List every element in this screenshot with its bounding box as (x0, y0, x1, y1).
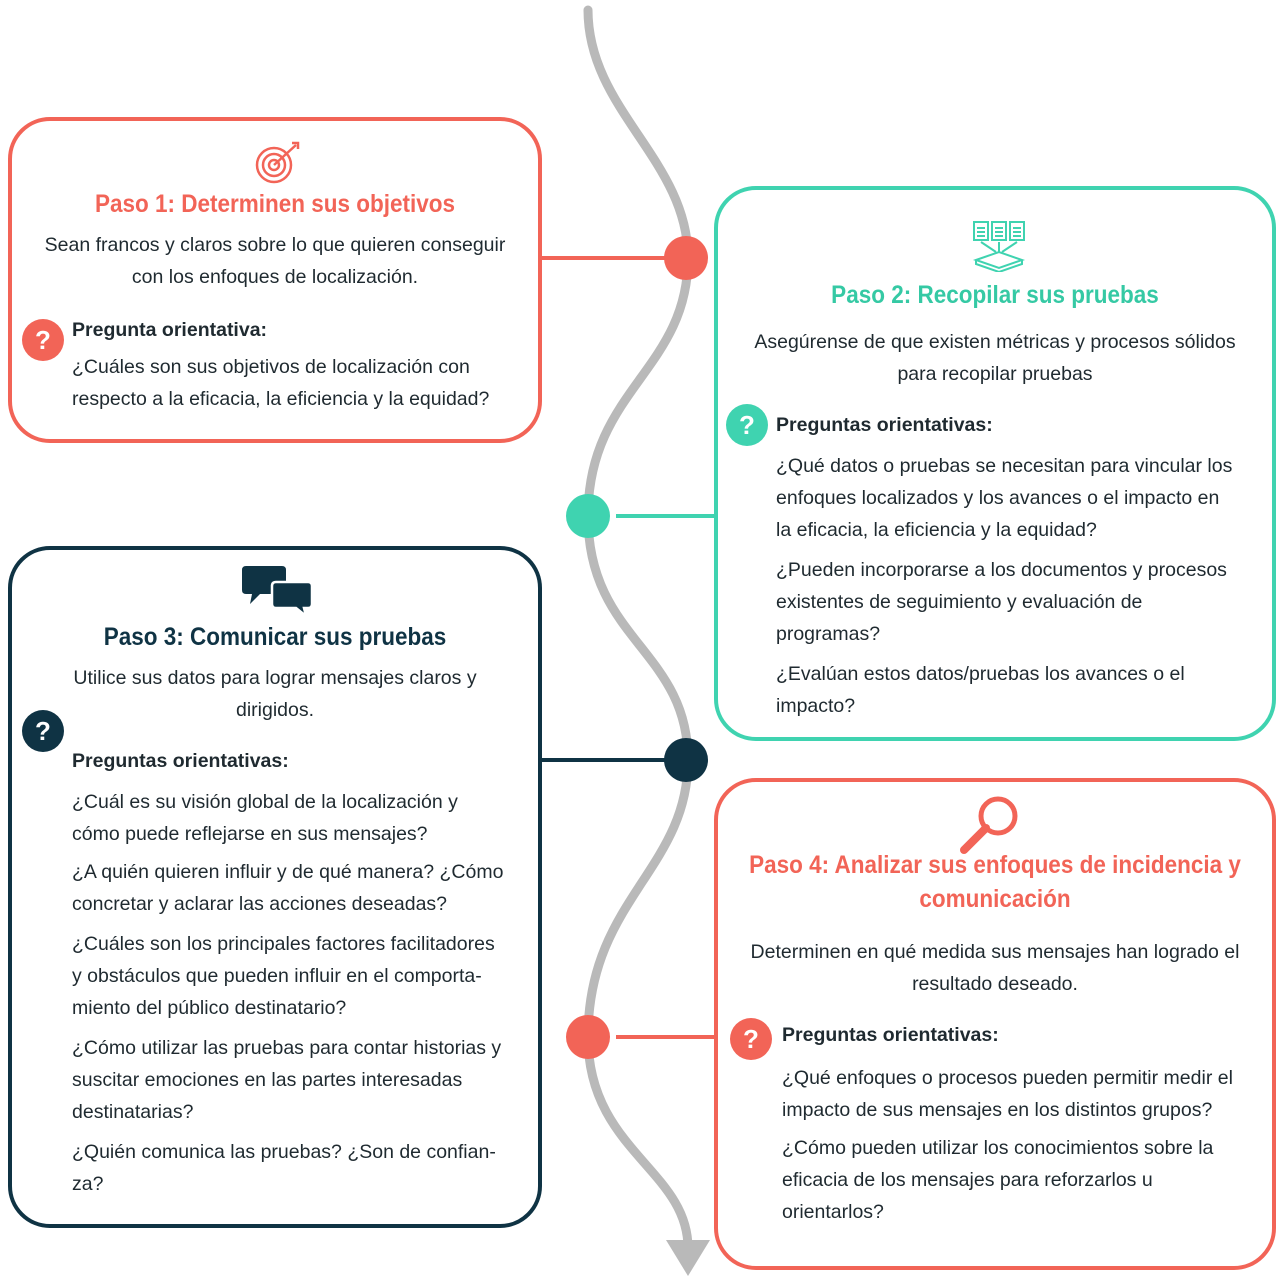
step1-title: Paso 1: Determinen sus objetivos (94, 190, 456, 218)
documents-tray-icon (972, 221, 1026, 272)
timeline-arrowhead (666, 1240, 710, 1276)
step2-question-1: ¿Qué datos o pruebas se necesitan para v… (776, 455, 1233, 541)
magnifier-icon (960, 796, 1018, 854)
step2-title: Paso 2: Recopilar sus pruebas (831, 281, 1159, 309)
step3-question-1: ¿Cuál es su visión global de la localiza… (72, 791, 458, 845)
dot-step1 (664, 236, 708, 280)
step1-question-label: Pregunta orientativa: (72, 319, 268, 341)
step2-question-label: Preguntas orientativas: (776, 414, 993, 436)
step4-title: Paso 4: Analizar sus enfoques de inciden… (749, 851, 1241, 913)
step2-question-3: ¿Evalúan estos datos/pruebas los avances… (776, 663, 1185, 717)
step4-description: Determinen en qué medida sus mensajes ha… (750, 941, 1240, 995)
dot-step3 (664, 738, 708, 782)
step4-question-label: Preguntas orientativas: (782, 1024, 999, 1046)
dot-step4 (566, 1015, 610, 1059)
step2-description: Asegúrense de que existen métricas y pro… (754, 331, 1236, 385)
step3-question-4: ¿Cómo utilizar las pruebas para contar h… (72, 1037, 502, 1123)
question-badge: ? (22, 319, 64, 361)
step3-title: Paso 3: Comunicar sus pruebas (103, 623, 447, 651)
step3-question-2: ¿A quién quieren influir y de qué manera… (72, 861, 504, 915)
step2-question-2: ¿Pueden incorporarse a los documentos y … (776, 559, 1227, 645)
step1-question-1: ¿Cuáles son sus objetivos de localizació… (72, 356, 490, 410)
step4-card: Paso 4: Analizar sus enfoques de inciden… (714, 778, 1276, 1270)
step3-question-5: ¿Quién comunica las pruebas? ¿Son de con… (72, 1141, 496, 1195)
step3-card: Paso 3: Comunicar sus pruebas Utilice su… (8, 546, 542, 1228)
step3-description: Utilice sus datos para lograr mensajes c… (73, 667, 477, 721)
question-badge: ? (726, 404, 768, 446)
question-badge: ? (730, 1018, 772, 1060)
step4-question-2: ¿Cómo pueden utilizar los conocimientos … (782, 1137, 1214, 1223)
step1-description: Sean francos y claros sobre lo que quier… (44, 234, 506, 288)
timeline-curve (583, 5, 693, 1253)
step3-question-label: Preguntas orientativas: (72, 750, 289, 772)
chat-bubbles-icon (242, 566, 314, 618)
step2-card: Paso 2: Recopilar sus pruebas Asegúrense… (714, 186, 1276, 741)
step1-card: Paso 1: Determinen sus objetivos Sean fr… (8, 117, 542, 443)
dot-step2 (566, 494, 610, 538)
step3-question-3: ¿Cuáles son los principales factores fac… (72, 933, 495, 1019)
target-icon (255, 141, 300, 184)
step4-question-1: ¿Qué enfoques o procesos pueden permitir… (782, 1067, 1233, 1121)
question-badge: ? (22, 710, 64, 752)
